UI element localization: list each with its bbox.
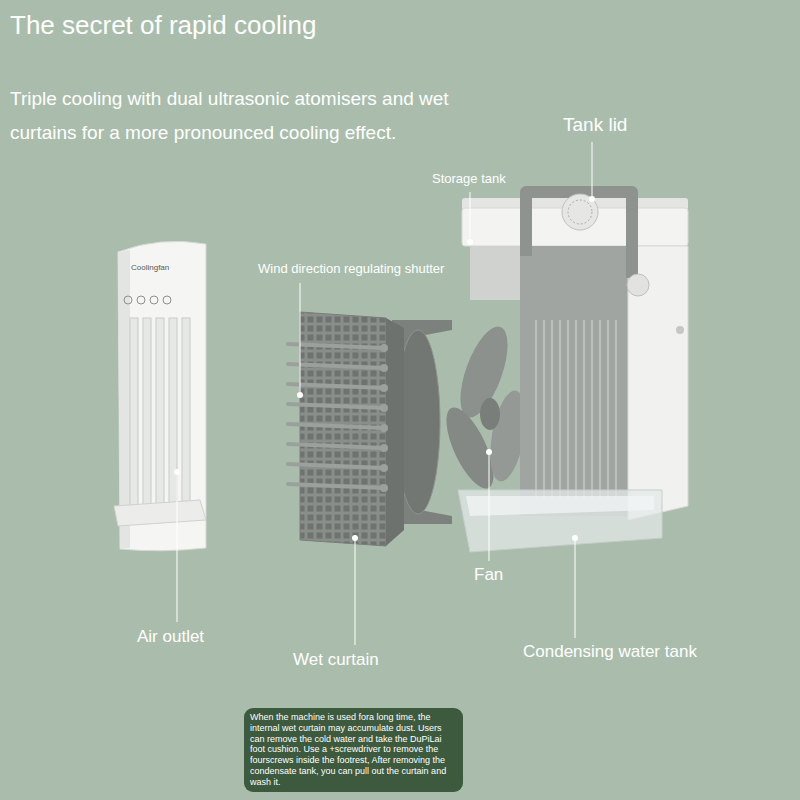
- main-housing: [458, 192, 688, 552]
- part-label: Wind direction regulating shutter: [258, 261, 444, 277]
- title: The secret of rapid cooling: [10, 10, 316, 41]
- part-label: Fan: [474, 565, 503, 585]
- note-text: When the machine is used fora long time,…: [250, 712, 457, 788]
- part-label: Condensing water tank: [523, 642, 697, 662]
- note-box: When the machine is used fora long time,…: [244, 708, 463, 792]
- wet-curtain-assembly: [288, 312, 452, 546]
- part-label: Storage tank: [432, 171, 506, 187]
- brand-mark: Coolingfan: [131, 263, 169, 273]
- air-outlet-cover: [114, 241, 206, 550]
- part-label: Wet curtain: [293, 650, 379, 670]
- fan: [437, 321, 532, 495]
- part-label: Air outlet: [137, 627, 204, 647]
- leader-dots: [174, 196, 595, 541]
- leader-lines: [177, 142, 592, 645]
- subtitle: Triple cooling with dual ultrasonic atom…: [10, 82, 510, 150]
- part-label: Tank lid: [563, 114, 627, 137]
